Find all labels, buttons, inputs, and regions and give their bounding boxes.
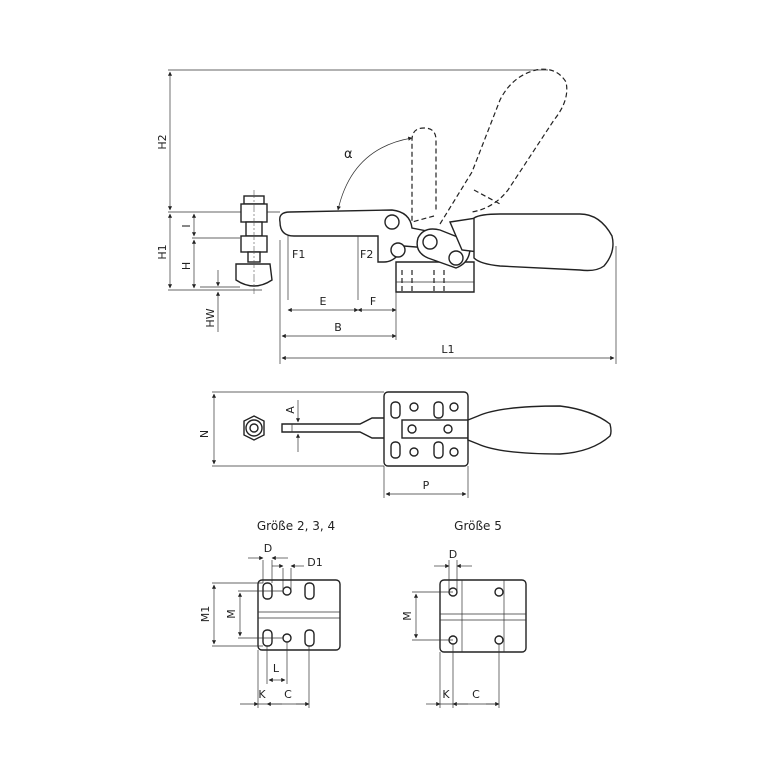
dim-f: F xyxy=(370,295,376,308)
dim-d-234: D xyxy=(264,542,272,555)
handle-closed xyxy=(473,213,614,272)
dim-h2: H2 xyxy=(156,134,169,149)
dim-b: B xyxy=(334,321,342,334)
alpha-label: α xyxy=(344,147,353,162)
plate-size-234: Größe 2, 3, 4 D D1 M1 xyxy=(199,519,341,708)
side-view: α H2 H1 I H HW F1 F2 E F xyxy=(156,68,617,364)
clamp-spindle xyxy=(235,190,273,294)
linkage xyxy=(416,217,479,269)
dim-l-234: L xyxy=(273,662,280,675)
dim-m-234: M xyxy=(225,609,238,619)
plate-size-5: Größe 5 D M K C xyxy=(401,519,527,708)
clamp-arm xyxy=(279,209,433,300)
dim-e: E xyxy=(320,295,327,308)
dim-d1-234: D1 xyxy=(307,556,322,569)
base-plate-top xyxy=(383,391,469,467)
dim-d-5: D xyxy=(449,548,457,561)
top-view: N A xyxy=(198,391,612,498)
dim-hw: HW xyxy=(204,308,217,327)
dim-k-5: K xyxy=(442,688,450,701)
handle-open-phantom xyxy=(411,68,568,225)
dim-n: N xyxy=(198,430,211,438)
dim-p: P xyxy=(423,479,430,492)
dim-i: I xyxy=(180,224,193,227)
dim-h: H xyxy=(180,262,193,270)
title-size-234: Größe 2, 3, 4 xyxy=(257,519,335,533)
label-f1: F1 xyxy=(292,248,305,261)
dim-a: A xyxy=(284,406,297,414)
dim-c-234: C xyxy=(284,688,292,701)
dim-m-5: M xyxy=(401,611,414,621)
spindle-top xyxy=(243,415,265,441)
dim-c-5: C xyxy=(472,688,480,701)
dim-h1: H1 xyxy=(156,244,169,259)
dim-m1-234: M1 xyxy=(199,606,212,623)
clamp-base xyxy=(395,261,475,293)
title-size-5: Größe 5 xyxy=(454,519,502,533)
label-f2: F2 xyxy=(360,248,373,261)
dim-l1: L1 xyxy=(441,343,454,356)
dim-k-234: K xyxy=(258,688,266,701)
